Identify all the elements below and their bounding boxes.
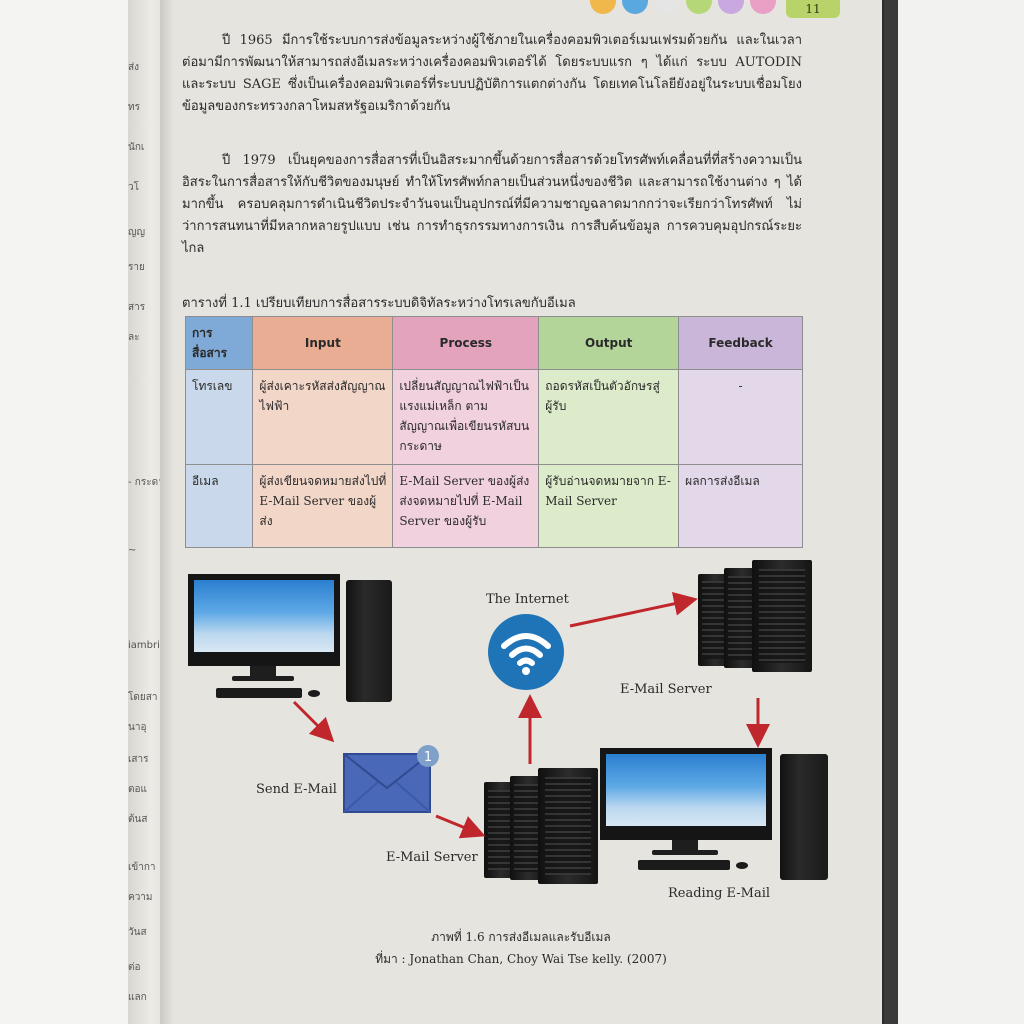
table-cell: ถอดรหัสเป็นตัวอักษรสู่ผู้รับ xyxy=(538,369,680,465)
left-page-fragment: ละ xyxy=(128,332,140,343)
wifi-icon xyxy=(488,614,564,690)
envelope-icon: 1 xyxy=(343,745,439,813)
background-right xyxy=(884,0,1024,1024)
table-cell: อีเมล xyxy=(184,464,254,548)
header-dot xyxy=(718,0,744,14)
page-number: 11 xyxy=(786,0,840,18)
page-shadow xyxy=(160,0,174,1024)
paragraph-1965: ปี 1965 มีการใช้ระบบการส่งข้อมูลระหว่างผ… xyxy=(182,33,802,114)
receiver-computer-icon xyxy=(600,748,832,884)
table-header: Output xyxy=(538,316,680,370)
bottom-server-rack-icon xyxy=(484,768,600,886)
arrow-envelope-to-server xyxy=(435,814,486,839)
email-flow-diagram: E-Mail Server The Internet 1 Send E-Mail… xyxy=(160,560,882,920)
left-page-fragment: สาร xyxy=(128,302,146,313)
left-page-fragment: วโ xyxy=(128,182,139,193)
top-server-rack-icon xyxy=(698,560,814,676)
table-header: การสื่อสาร xyxy=(184,316,254,370)
left-page-fragment: ตอแ xyxy=(128,784,147,795)
table-cell: ผู้ส่งเขียนจดหมายส่งไปที่ E-Mail Server … xyxy=(252,464,394,548)
left-page-fragment: เสาร xyxy=(128,754,149,765)
table-cell: ผู้ส่งเคาะรหัสส่งสัญญาณไฟฟ้า xyxy=(252,369,394,465)
comparison-table: การสื่อสาร Input Process Output Feedback… xyxy=(184,316,803,548)
header-dot xyxy=(654,0,680,14)
header-dot xyxy=(750,0,776,14)
left-page-fragment: - กระดาษ xyxy=(128,477,168,488)
left-page-fragment: iambrica_e_ xyxy=(128,640,168,651)
left-page-fragment: ต่อ xyxy=(128,962,141,973)
table-header-row: การสื่อสาร Input Process Output Feedback xyxy=(184,316,803,370)
arrow-computer-to-envelope xyxy=(292,700,335,743)
table-cell: เปลี่ยนสัญญาณไฟฟ้าเป็นแรงแม่เหล็ก ตามสัญ… xyxy=(392,369,540,465)
left-page-fragment: ส่ง xyxy=(128,62,139,73)
send-email-label: Send E-Mail xyxy=(256,782,337,797)
left-page-fragment: วันส xyxy=(128,927,147,938)
left-page-fragment: โดยสา xyxy=(128,692,158,703)
left-page-fragment: ความ xyxy=(128,892,153,903)
internet-label: The Internet xyxy=(486,592,569,607)
table-row: โทรเลข ผู้ส่งเคาะรหัสส่งสัญญาณไฟฟ้า เปลี… xyxy=(184,369,803,465)
table-cell: - xyxy=(678,369,803,465)
paragraph-1979: ปี 1979 เป็นยุคของการสื่อสารที่เป็นอิสระ… xyxy=(182,153,802,256)
header-dot xyxy=(590,0,616,14)
arrow-internet-to-server xyxy=(569,592,698,628)
figure-caption: ภาพที่ 1.6 การส่งอีเมลและรับอีเมล xyxy=(431,930,611,944)
header-decoration xyxy=(590,0,776,14)
reading-email-label: Reading E-Mail xyxy=(668,886,771,901)
notification-count: 1 xyxy=(424,750,432,765)
table-header: Process xyxy=(392,316,540,370)
left-page-fragment: ~ xyxy=(128,545,137,556)
wifi-circle xyxy=(488,614,564,690)
table-cell: ผลการส่งอีเมล xyxy=(678,464,803,548)
table-caption: ตารางที่ 1.1 เปรียบเทียบการสื่อสารระบบดิ… xyxy=(182,296,576,311)
email-server-top-label: E-Mail Server xyxy=(620,682,712,697)
table-cell: โทรเลข xyxy=(184,369,254,465)
left-page-fragment: นักเ xyxy=(128,142,145,153)
table-header: Input xyxy=(252,316,394,370)
table-cell: E-Mail Server ของผู้ส่งส่งจดหมายไปที่ E-… xyxy=(392,464,540,548)
left-page-fragment: เข้ากา xyxy=(128,862,156,873)
background-left xyxy=(0,0,130,1024)
header-dot xyxy=(622,0,648,14)
left-page-fragment: ราย xyxy=(128,262,145,273)
left-page-fragment: ญญ xyxy=(128,227,146,238)
left-page-fragment: ทร xyxy=(128,102,140,113)
figure-source: ที่มา : Jonathan Chan, Choy Wai Tse kell… xyxy=(375,952,667,966)
header-dot xyxy=(686,0,712,14)
table-row: อีเมล ผู้ส่งเขียนจดหมายส่งไปที่ E-Mail S… xyxy=(184,464,803,548)
email-server-bottom-label: E-Mail Server xyxy=(386,850,478,865)
table-cell: ผู้รับอ่านจดหมายจาก E-Mail Server xyxy=(538,464,680,548)
notification-badge xyxy=(417,745,439,767)
table-header: Feedback xyxy=(678,316,803,370)
left-page-fragment: ต้นส xyxy=(128,814,148,825)
flow-arrows xyxy=(292,592,770,839)
book-page: 11 ปี 1965 มีการใช้ระบบการส่งข้อมูลระหว่… xyxy=(160,0,882,1024)
left-page-fragment: แลก xyxy=(128,992,147,1003)
sender-computer-icon xyxy=(188,574,398,704)
left-page-fragment: นาอุ xyxy=(128,722,147,733)
